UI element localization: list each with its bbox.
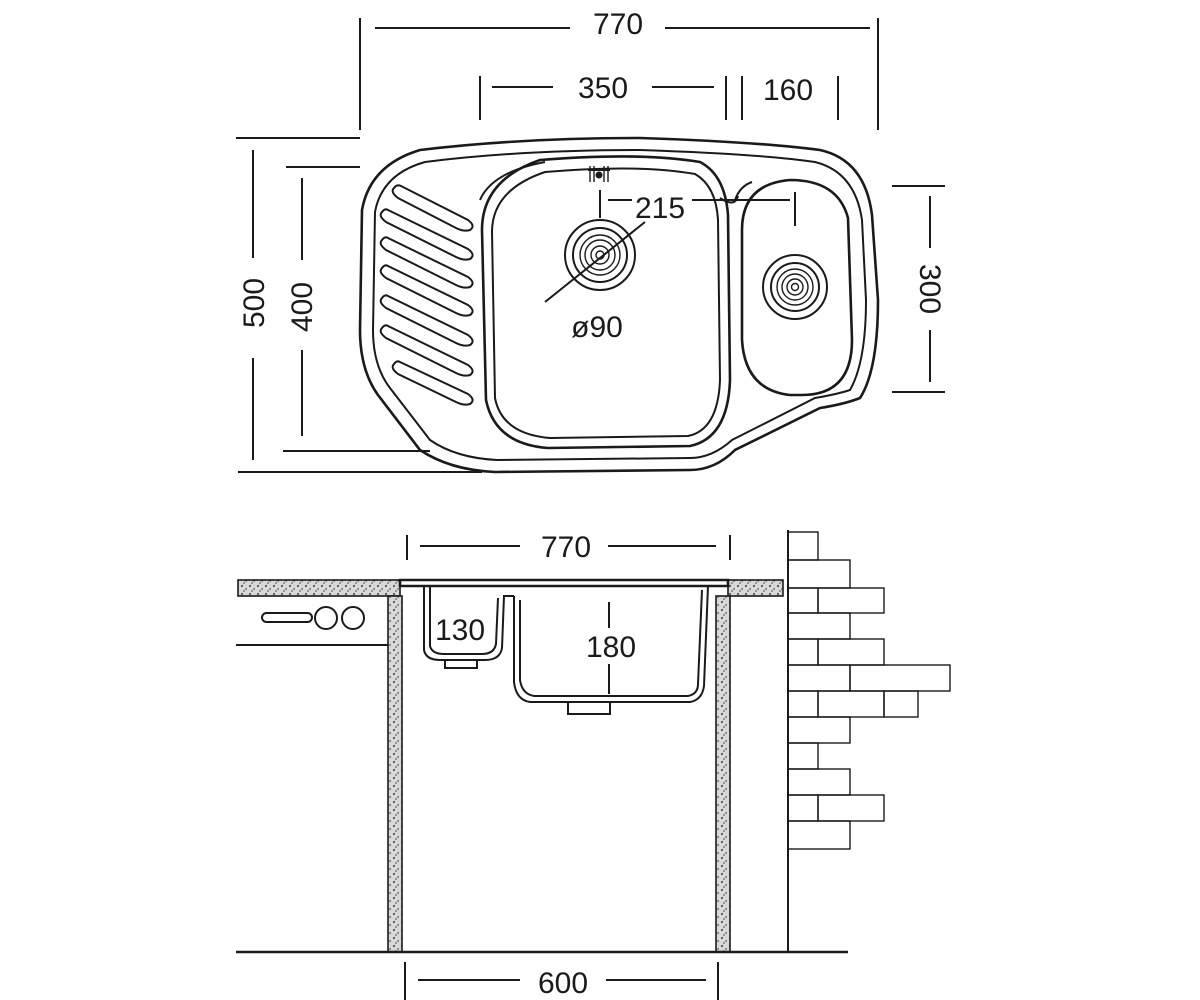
dim-small-bowl-height: 130 — [435, 614, 485, 647]
dim-cabinet-width-label: 600 — [538, 967, 588, 1000]
cabinet-walls — [387, 595, 731, 953]
side-view: 770 130 180 600 — [236, 530, 951, 1000]
dim-drain-offset: 215 — [599, 190, 796, 226]
small-bowl-side — [423, 586, 514, 669]
sink-rim — [398, 578, 730, 588]
dim-side-overall-width-label: 770 — [541, 531, 591, 564]
dim-small-bowl-depth-label: 300 — [913, 264, 946, 314]
dim-main-bowl-height: 180 — [586, 602, 636, 694]
dim-main-bowl-depth: 400 — [283, 166, 430, 452]
countertop-right — [727, 579, 784, 597]
small-bowl — [719, 178, 854, 397]
dim-overall-depth-label: 500 — [238, 278, 271, 328]
top-view: 770 350 160 500 — [236, 8, 946, 474]
sink-outline — [358, 136, 880, 474]
drawer-knob — [261, 606, 365, 630]
dim-drain-offset-label: 215 — [635, 192, 685, 225]
drainboard-grooves — [379, 184, 474, 406]
dim-drain-diameter-label: ø90 — [571, 311, 623, 344]
dim-overall-width-label: 770 — [593, 8, 643, 41]
dim-side-overall-width: 770 — [406, 531, 731, 564]
dim-drain-diameter: ø90 — [544, 221, 646, 344]
main-bowl — [479, 155, 732, 450]
main-drain — [564, 219, 636, 291]
dim-small-bowl-height-label: 130 — [435, 614, 485, 647]
dim-main-bowl-height-label: 180 — [586, 631, 636, 664]
dim-cabinet-width: 600 — [404, 962, 719, 1000]
main-bowl-side — [513, 585, 709, 715]
dim-main-bowl-width: 350 — [479, 72, 727, 120]
overflow-marker — [588, 166, 610, 182]
small-drain — [762, 254, 828, 320]
dim-small-bowl-width: 160 — [741, 74, 839, 120]
dim-main-bowl-depth-label: 400 — [286, 282, 319, 332]
countertop-left — [236, 579, 401, 646]
dim-main-bowl-width-label: 350 — [578, 72, 628, 105]
brick-wall — [787, 530, 951, 952]
dim-small-bowl-width-label: 160 — [763, 74, 813, 107]
dim-overall-depth: 500 — [236, 137, 482, 473]
dim-small-bowl-depth: 300 — [892, 185, 946, 393]
dim-overall-width: 770 — [359, 8, 879, 130]
